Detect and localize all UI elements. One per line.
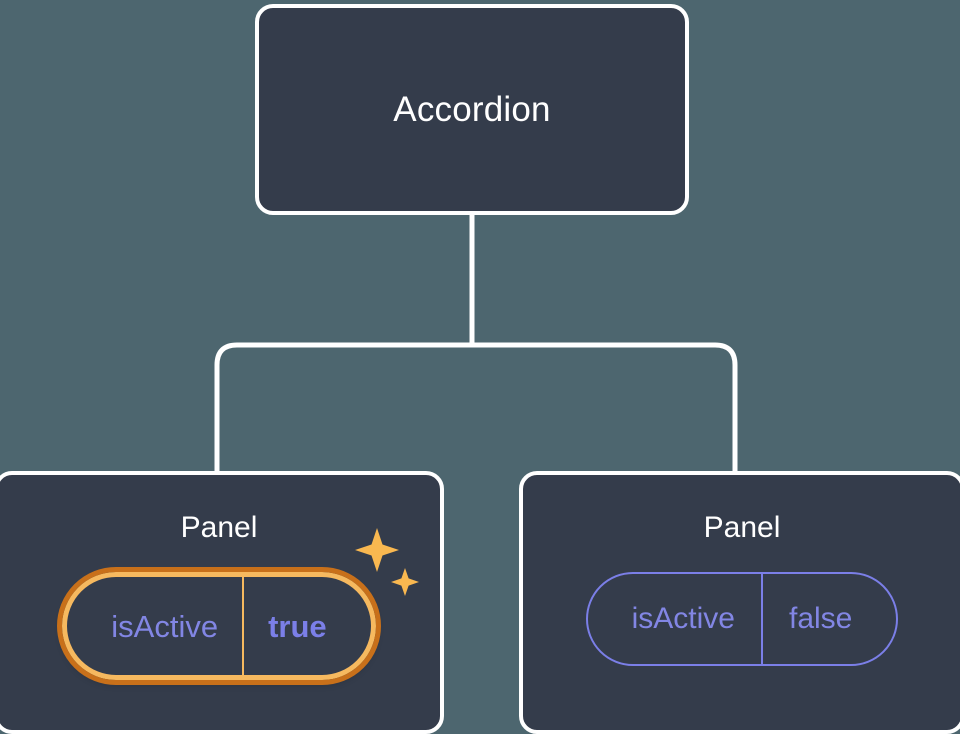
prop-value: false [760, 574, 896, 664]
prop-key: isActive [631, 602, 735, 635]
prop-pill-wrapper: isActive false [585, 572, 899, 666]
node-title: Panel [180, 511, 258, 544]
prop-pill[interactable]: isActive false [585, 572, 899, 666]
prop-key: isActive [111, 608, 219, 644]
sparkle-icon-small [390, 568, 419, 596]
tree-node-accordion[interactable]: Accordion [255, 4, 689, 215]
prop-pill-highlighted[interactable]: isActive true [57, 567, 381, 685]
node-title: Accordion [393, 90, 551, 129]
prop-value: true [242, 577, 371, 675]
prop-pill-wrapper: isActive true [57, 528, 419, 685]
sparkle-icon-group [354, 528, 419, 596]
tree-node-panel-inactive[interactable]: Panel isActive false [519, 471, 960, 734]
tree-node-panel-active[interactable]: Panel isActive true [0, 471, 444, 734]
sparkle-icon [354, 528, 399, 572]
connector-branch-bar [214, 342, 738, 472]
node-title: Panel [703, 511, 781, 544]
